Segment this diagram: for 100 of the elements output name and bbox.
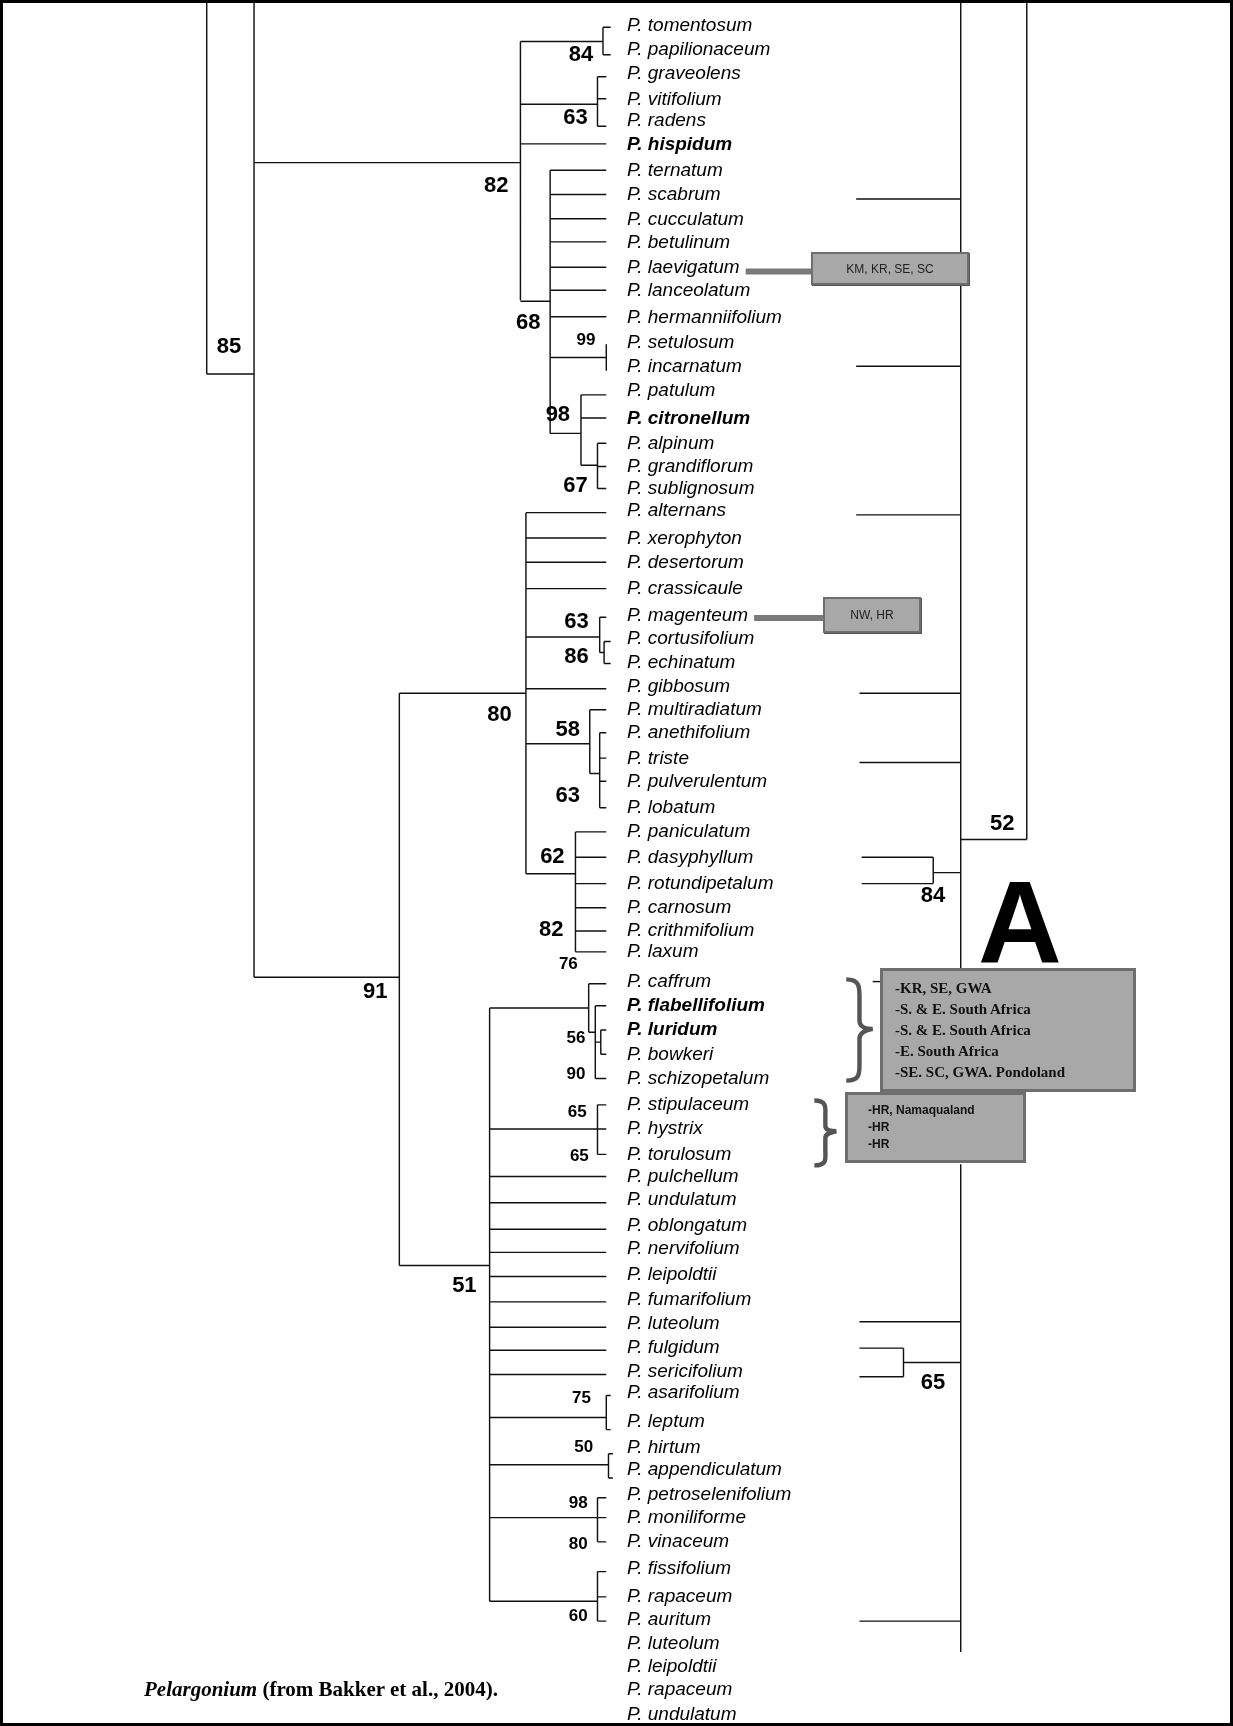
bootstrap-value: 60: [568, 1607, 588, 1625]
bootstrap-value: 63: [563, 106, 588, 129]
bootstrap-value: 90: [566, 1064, 586, 1082]
distribution-text: -E. South Africa: [895, 1041, 1000, 1061]
bootstrap-value: 84: [568, 42, 594, 65]
species-name: P. papilionaceum: [627, 39, 771, 60]
bootstrap-value: 63: [555, 784, 580, 806]
bootstrap-value: 84: [920, 884, 946, 907]
species-name: P. graveolens: [627, 63, 741, 84]
species-name: P. cortusifolium: [627, 627, 755, 648]
species-name: P. oblongatum: [627, 1215, 748, 1236]
species-name: P. petroselenifolium: [627, 1483, 792, 1504]
bootstrap-value: 86: [564, 645, 589, 668]
species-name: P. vinaceum: [627, 1530, 730, 1551]
species-name: P. luteolum: [627, 1313, 720, 1333]
bootstrap-value: 80: [568, 1534, 588, 1552]
species-name: P. gibbosum: [627, 676, 731, 697]
species-name: P. nervifolium: [627, 1238, 740, 1259]
species-name: P. citronellum: [627, 407, 751, 428]
species-name: P. alternans: [627, 500, 726, 521]
species-name: P. fumarifolium: [627, 1288, 752, 1309]
species-name: P. laxum: [627, 941, 699, 962]
species-name: P. torulosum: [627, 1143, 732, 1164]
bootstrap-value: 80: [487, 702, 512, 725]
species-name: P. crithmifolium: [627, 920, 755, 941]
species-name: P. pulchellum: [627, 1165, 739, 1186]
distribution-text: -S. & E. South Africa: [895, 999, 1032, 1019]
species-name: P. magenteum: [627, 605, 749, 625]
bootstrap-value: 67: [563, 473, 588, 496]
species-name: P. appendiculatum: [627, 1459, 782, 1480]
species-name: P. stipulaceum: [627, 1094, 750, 1115]
bootstrap-value: 58: [555, 718, 580, 740]
species-name: P. hispidum: [627, 133, 733, 154]
bootstrap-value: 98: [568, 1493, 588, 1511]
species-name: P. ternatum: [627, 160, 723, 181]
bootstrap-value: 65: [567, 1103, 587, 1121]
bootstrap-value: 91: [363, 979, 388, 1002]
distribution-box: [880, 968, 1136, 1092]
species-name: P. leptum: [627, 1410, 705, 1431]
species-name: P. leipoldtii: [627, 1263, 717, 1284]
bootstrap-value: 68: [515, 311, 541, 333]
species-name: P. asarifolium: [627, 1382, 740, 1403]
bootstrap-value: 85: [216, 335, 242, 358]
species-name: P. anethifolium: [627, 722, 751, 743]
species-name: P. scabrum: [627, 184, 721, 205]
species-name: P. sericifolium: [627, 1361, 743, 1382]
species-name: P. luteolum: [627, 1633, 720, 1654]
species-name: P. auritum: [627, 1608, 712, 1629]
species-name: P. cucculatum: [627, 208, 744, 229]
bootstrap-value: 50: [574, 1437, 594, 1455]
bootstrap-value: 75: [572, 1389, 591, 1407]
species-name: P. echinatum: [627, 651, 736, 672]
species-name: P. hirtum: [627, 1437, 701, 1458]
species-name: P. paniculatum: [627, 821, 751, 842]
species-name: P. undulatum: [627, 1188, 737, 1209]
bootstrap-value: 52: [990, 811, 1015, 834]
species-name: P. multiradiatum: [627, 699, 762, 720]
species-name: P. triste: [627, 747, 689, 768]
species-name: P. setulosum: [627, 331, 735, 352]
species-name: P. grandiflorum: [627, 456, 754, 477]
species-name: P. lanceolatum: [627, 280, 751, 301]
species-name: P. undulatum: [627, 1703, 737, 1723]
species-name: P. rapaceum: [627, 1585, 733, 1606]
species-name: P. carnosum: [627, 897, 732, 918]
species-name: P. dasyphyllum: [627, 846, 754, 867]
distribution-box: [811, 252, 969, 285]
bootstrap-value: 63: [564, 610, 589, 633]
species-name: P. flabellifolium: [627, 995, 765, 1016]
species-name: P. tomentosum: [627, 15, 753, 35]
species-name: P. laevigatum: [627, 257, 740, 277]
bootstrap-value: 56: [566, 1028, 586, 1046]
species-name: P. incarnatum: [627, 356, 742, 376]
distribution-text: -HR, Namaqualand: [868, 1102, 976, 1119]
species-name: P. bowkeri: [627, 1043, 714, 1064]
distribution-text: -S. & E. South Africa: [895, 1020, 1032, 1040]
bootstrap-value: 99: [576, 331, 596, 349]
species-name: P. patulum: [627, 380, 716, 401]
species-name: P. xerophyton: [627, 527, 742, 548]
species-name: P. sublignosum: [627, 478, 755, 499]
distribution-text: NW, HR: [850, 608, 894, 622]
species-name: P. desertorum: [627, 551, 744, 572]
species-name: P. hermanniifolium: [627, 306, 782, 327]
panel-letter: A: [978, 879, 1062, 967]
species-name: P. crassicaule: [627, 578, 743, 599]
species-name: P. betulinum: [627, 231, 731, 252]
distribution-text: -SE. SC, GWA. Pondoland: [895, 1062, 1067, 1082]
distribution-text: KM, KR, SE, SC: [846, 261, 934, 276]
species-name: P. caffrum: [627, 970, 712, 991]
distribution-text: -KR, SE, GWA: [895, 978, 993, 998]
species-name: P. fulgidum: [627, 1337, 720, 1358]
species-name: P. luridum: [627, 1019, 718, 1040]
species-name: P. fissifolium: [627, 1558, 732, 1579]
distribution-box: [823, 597, 921, 633]
species-name: P. moniliforme: [627, 1506, 746, 1527]
bootstrap-value: 82: [484, 173, 509, 196]
species-name: P. leipoldtii: [627, 1656, 717, 1677]
bootstrap-value: 65: [569, 1147, 589, 1165]
species-name: P. alpinum: [627, 433, 715, 453]
bootstrap-value: 76: [558, 954, 578, 972]
species-name: P. vitifolium: [627, 88, 722, 109]
